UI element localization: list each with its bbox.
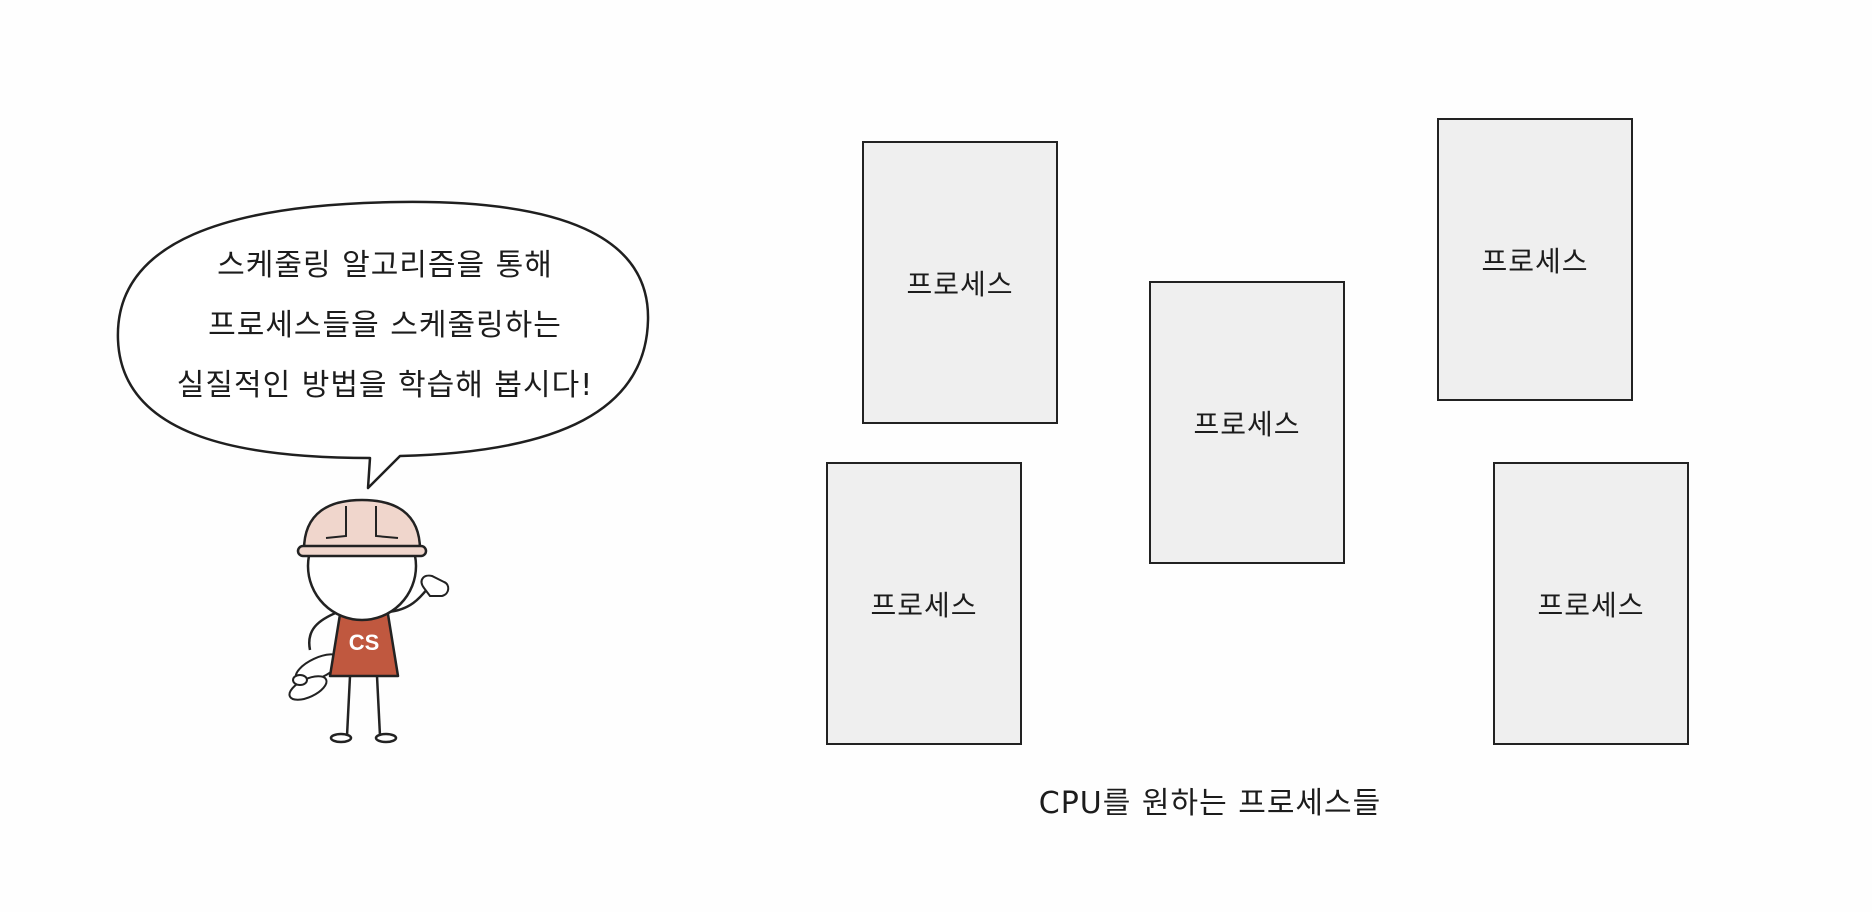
shirt-cs-label: CS [349, 630, 380, 655]
process-box: 프로세스 [1149, 281, 1345, 564]
hard-hat-brim [296, 544, 428, 558]
character-left-arm [307, 610, 339, 651]
process-label: 프로세스 [906, 267, 1014, 301]
speech-line-3: 실질적인 방법을 학습해 봅시다! [176, 368, 594, 403]
character-legs [329, 675, 398, 744]
speech-bubble-text: 스케줄링 알고리즘을 통해 프로세스들을 스케줄링하는 실질적인 방법을 학습해… [120, 236, 650, 416]
thumbs-up-hand-icon [420, 574, 450, 597]
process-box: 프로세스 [862, 141, 1058, 424]
diagram-caption: CPU를 원하는 프로세스들 [1038, 786, 1382, 821]
process-box: 프로세스 [826, 462, 1022, 745]
process-box: 프로세스 [1493, 462, 1689, 745]
hard-hat-dome [302, 498, 422, 552]
process-label: 프로세스 [1481, 244, 1589, 278]
rolled-paper-icon [288, 653, 342, 701]
process-box: 프로세스 [1437, 118, 1633, 401]
speech-line-2: 프로세스들을 스케줄링하는 [208, 308, 562, 343]
process-label: 프로세스 [1537, 588, 1645, 622]
process-label: 프로세스 [870, 588, 978, 622]
process-label: 프로세스 [1193, 407, 1301, 441]
speech-line-1: 스케줄링 알고리즘을 통해 [217, 248, 553, 283]
